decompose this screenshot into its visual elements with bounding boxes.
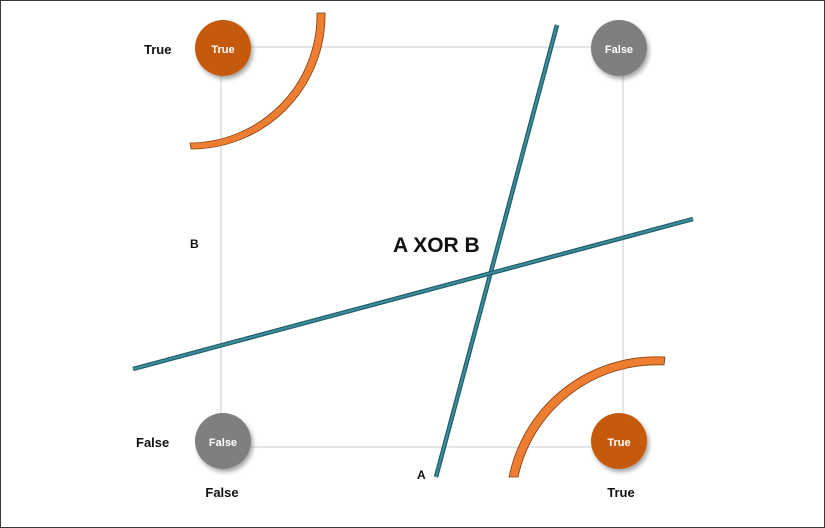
node-top-left	[195, 20, 251, 76]
node-top-left-circle	[195, 20, 251, 76]
boundary-line-steep-highlight	[435, 24, 558, 478]
node-bottom-left	[195, 413, 251, 469]
node-top-right-circle	[591, 20, 647, 76]
node-top-right	[591, 20, 647, 76]
x-tick-true: True	[607, 485, 634, 500]
y-axis-label: B	[190, 237, 199, 251]
node-bottom-right-label: True	[607, 437, 630, 449]
node-bottom-left-label: False	[209, 437, 237, 449]
node-bottom-right-circle	[591, 413, 647, 469]
node-bottom-right	[591, 413, 647, 469]
arc-top-left	[189, 12, 326, 150]
diagram-title: A XOR B	[393, 234, 480, 257]
y-tick-true: True	[144, 42, 171, 57]
boundary-line-shallow-highlight	[132, 218, 694, 370]
x-axis-label: A	[417, 468, 426, 482]
arc-bottom-right	[508, 356, 666, 478]
x-tick-false: False	[205, 485, 238, 500]
node-top-right-label: False	[605, 44, 633, 56]
node-bottom-left-circle	[195, 413, 251, 469]
y-tick-false: False	[136, 435, 169, 450]
node-top-left-label: True	[211, 44, 234, 56]
